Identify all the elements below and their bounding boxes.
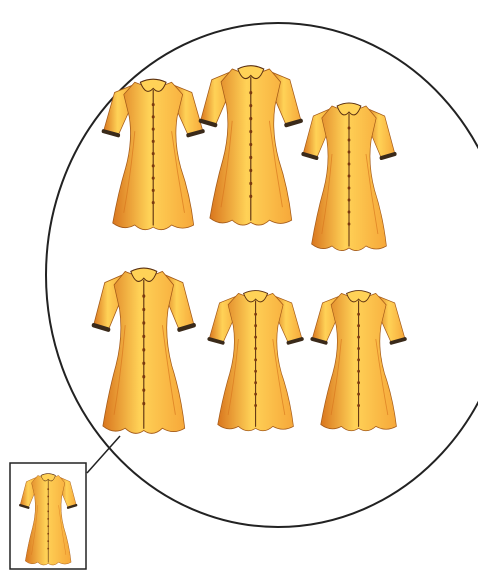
dress-2 xyxy=(201,66,301,225)
dress-group xyxy=(94,66,405,434)
dress-6 xyxy=(312,291,405,431)
dress-5 xyxy=(209,291,302,431)
dress-4 xyxy=(94,268,194,433)
dress-3 xyxy=(303,103,395,251)
dress-1 xyxy=(104,79,203,230)
